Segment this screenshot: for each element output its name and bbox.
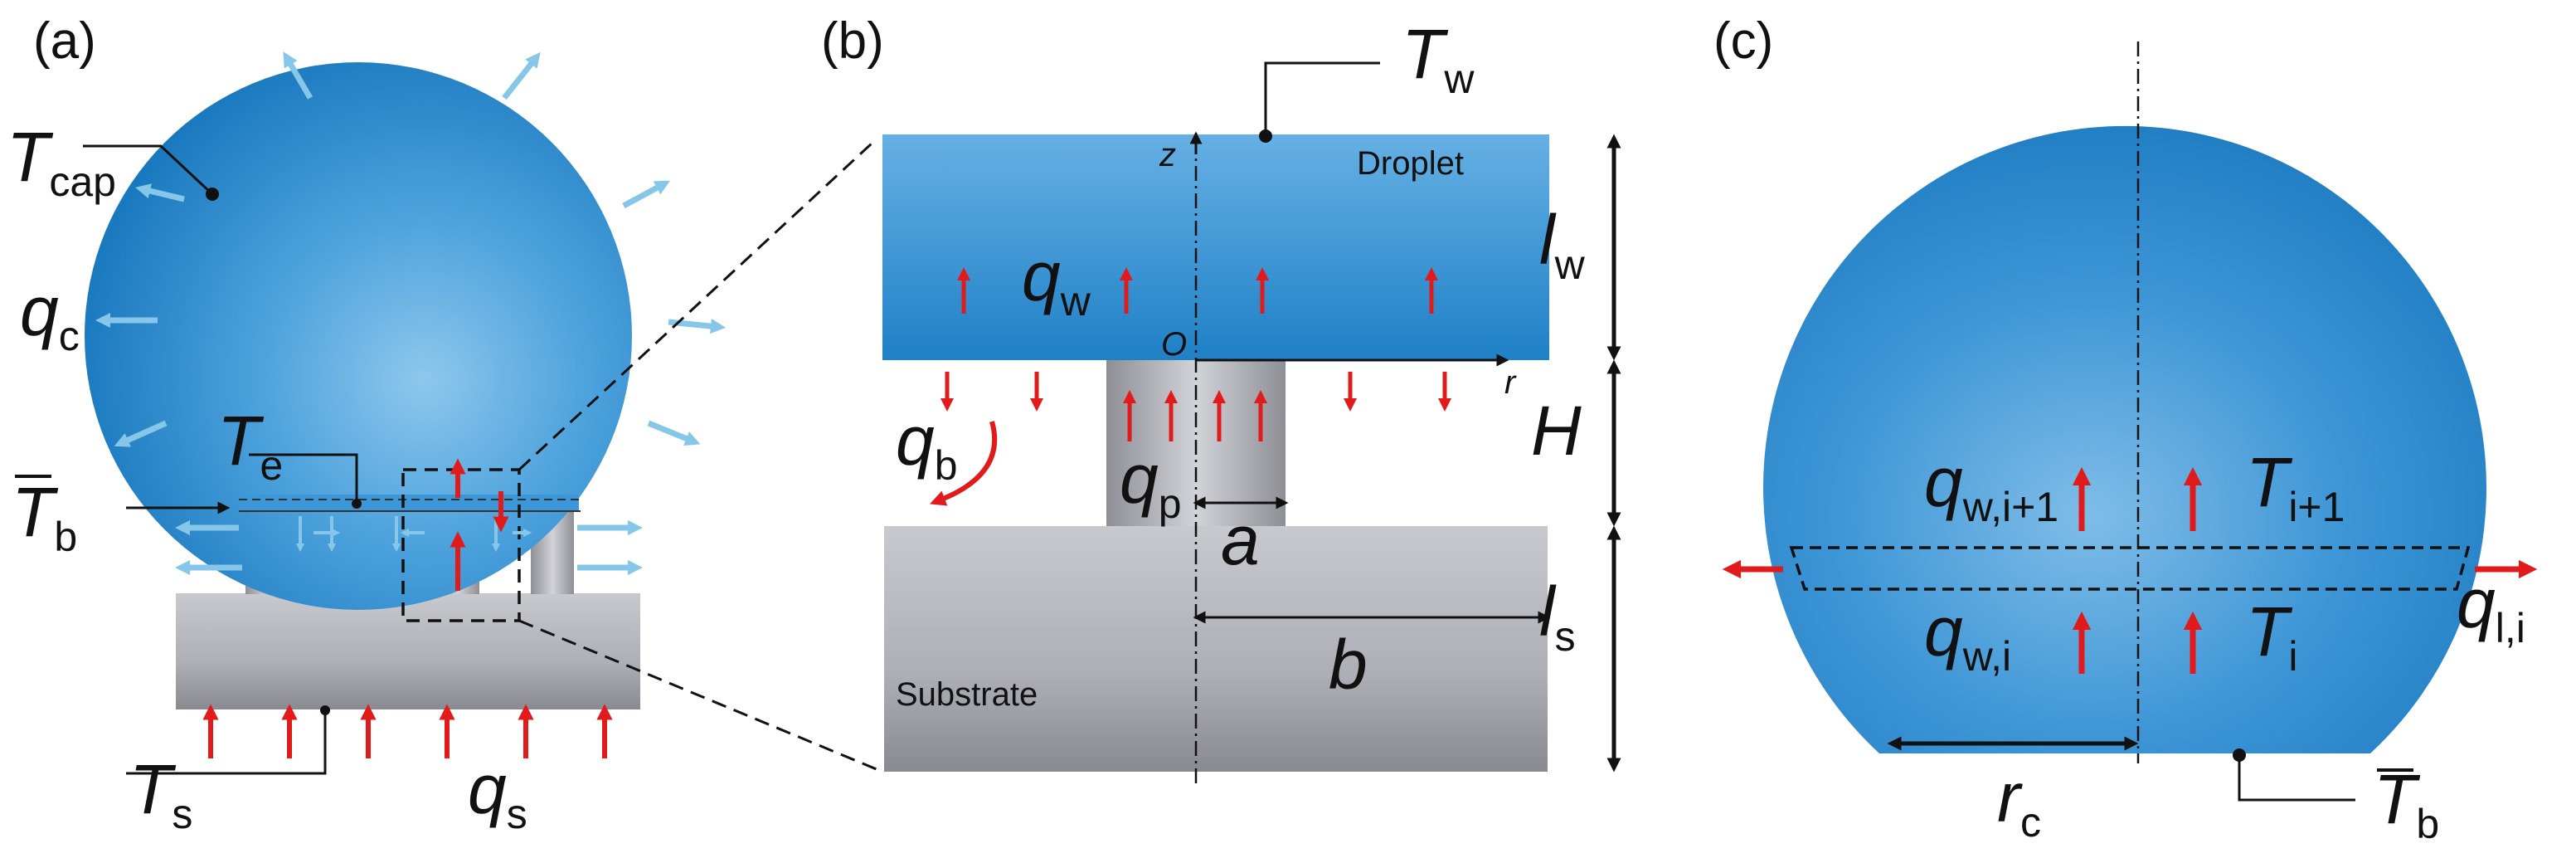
zoom-line-bottom xyxy=(518,619,883,773)
panel-b: (b) Droplet Substrate z r O Tw xyxy=(821,12,1621,783)
substrate-label: Substrate xyxy=(896,676,1038,713)
panel-c-label: (c) xyxy=(1713,12,1773,70)
panel-c: (c) qw,i+1 Ti+1 qw,i Ti ql,i rc Tb xyxy=(1713,12,2538,847)
label-H: H xyxy=(1531,392,1582,470)
heat-arrows-b xyxy=(940,266,1452,441)
leader-tb-c xyxy=(2238,755,2355,802)
label-q-s: qs xyxy=(468,750,527,837)
convection-arrow xyxy=(502,51,541,100)
convection-arrow xyxy=(135,183,185,202)
origin-label: O xyxy=(1161,326,1187,363)
zoom-box xyxy=(401,468,521,622)
label-T-w: Tw xyxy=(1402,15,1475,102)
droplet-sphere xyxy=(85,62,632,610)
label-l-s: ls xyxy=(1539,573,1576,660)
q-b-curved-arrow xyxy=(930,421,998,506)
panel-b-label: (b) xyxy=(821,12,884,70)
label-T-b-bar-c: Tb xyxy=(2374,760,2439,847)
label-q-p: qp xyxy=(1120,440,1182,527)
label-T-i1: Ti+1 xyxy=(2246,443,2345,530)
leader-te xyxy=(249,453,358,503)
z-axis-label: z xyxy=(1159,137,1176,173)
label-T-cap: Tcap xyxy=(7,118,116,205)
leader-tcap xyxy=(83,144,214,196)
heat-arrows-c xyxy=(1722,466,2538,674)
label-q-w-i: qw,i xyxy=(1924,592,2011,680)
truncated-droplet xyxy=(1762,125,2487,753)
label-T-s: Ts xyxy=(129,750,192,837)
convection-arrow xyxy=(114,420,168,447)
convection-arrows xyxy=(95,51,727,576)
droplet-label: Droplet xyxy=(1357,145,1464,182)
label-q-w-i1: qw,i+1 xyxy=(1924,443,2058,530)
zoom-line-top xyxy=(518,141,874,471)
heat-arrows-a xyxy=(202,458,613,758)
label-l-w: lw xyxy=(1539,201,1586,288)
droplet-layer xyxy=(882,134,1549,360)
substrate-base xyxy=(176,593,640,709)
leader-tw xyxy=(1264,61,1380,136)
wetting-layer xyxy=(239,495,579,511)
label-T-i: Ti xyxy=(2246,592,2297,680)
svg-text:Tb: Tb xyxy=(2374,760,2439,847)
label-q-c: qc xyxy=(20,272,80,359)
leader-lines-a xyxy=(83,144,358,775)
label-q-l-i: ql,i xyxy=(2457,564,2525,651)
panel-a-label: (a) xyxy=(33,12,96,70)
convection-arrow xyxy=(647,420,701,446)
substrate-block xyxy=(884,526,1548,772)
point-tw xyxy=(1259,129,1272,143)
point-tcap xyxy=(206,188,219,201)
label-T-b-bar: Tb xyxy=(12,473,77,560)
panel-a: (a) xyxy=(7,12,883,837)
control-volume-slice xyxy=(1789,546,2471,591)
label-q-w: qw xyxy=(1022,237,1091,324)
label-r-c: rc xyxy=(1997,758,2041,846)
convection-arrow xyxy=(622,180,671,209)
point-te xyxy=(352,499,362,509)
label-q-b: qb xyxy=(896,402,958,489)
leader-ts xyxy=(126,709,327,775)
label-b: b xyxy=(1329,626,1368,704)
svg-text:Tb: Tb xyxy=(12,473,77,560)
label-a: a xyxy=(1221,501,1260,579)
inner-flow-arrows xyxy=(295,516,532,553)
point-ts xyxy=(320,705,330,715)
convection-arrow xyxy=(283,51,313,100)
label-T-e: Te xyxy=(217,402,283,489)
r-axis-label: r xyxy=(1504,364,1517,401)
